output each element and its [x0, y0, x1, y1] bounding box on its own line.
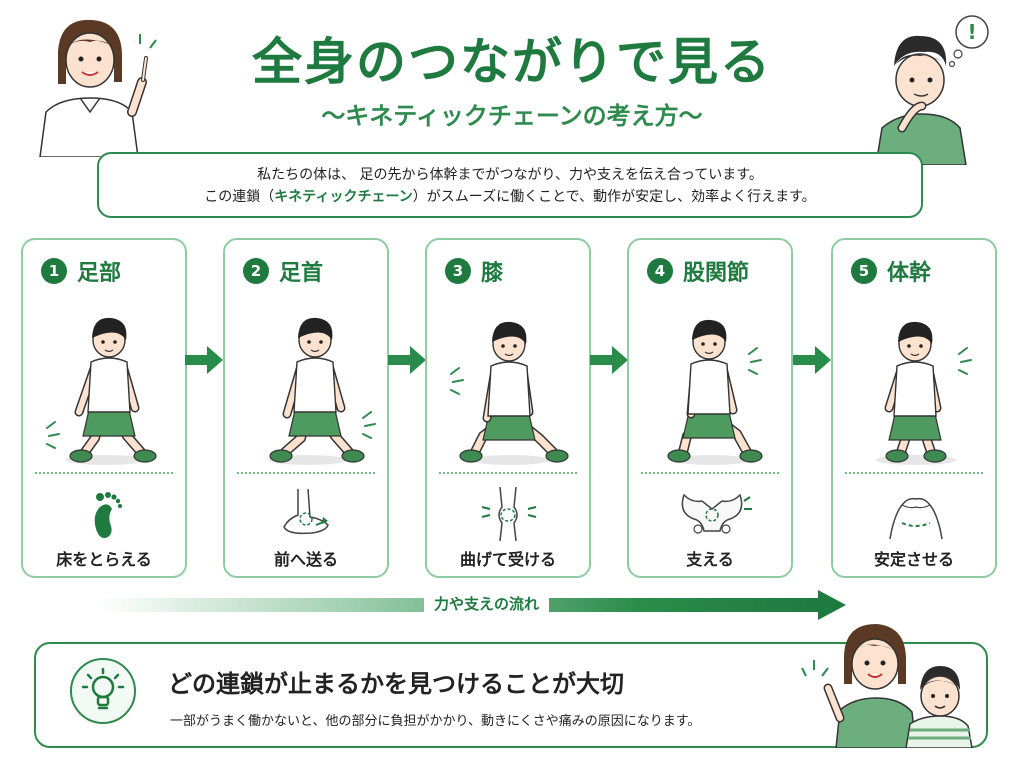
step-title: 足首 [279, 261, 324, 286]
pelvis-icon [681, 493, 752, 534]
intro-line-1: 私たちの体は、 足の先から体幹までがつながり、力や支えを伝え合っています。 [257, 167, 763, 183]
arrow-right-icon [793, 346, 831, 374]
step-card-hip: 4 股関節 支える [627, 238, 793, 578]
intro-line-2-start: この連鎖（ [204, 189, 275, 205]
flow-arrow-head-icon [818, 590, 846, 620]
knee-icon [481, 486, 537, 542]
boy-lunge-figure [450, 321, 569, 465]
intro-box: 私たちの体は、 足の先から体幹までがつながり、力や支えを伝え合っています。 この… [97, 152, 923, 218]
step-number: 4 [647, 258, 673, 284]
lightbulb-icon [81, 667, 125, 710]
step-caption: 支える [686, 550, 734, 569]
arrow-right-icon [590, 346, 628, 374]
key-point-text: 一部がうまく働かないと、他の部分に負担がかかり、動きにくさや痛みの原因になります… [170, 714, 701, 729]
arrow-right-icon [388, 346, 426, 374]
svg-text:!: ! [967, 20, 976, 44]
step-caption: 前へ送る [273, 550, 338, 569]
intro-highlight: キネティックチェーン [274, 189, 413, 205]
lightbulb-icon-circle [70, 658, 136, 724]
step-title: 体幹 [887, 261, 932, 286]
page-title: 全身のつながりで見る [252, 33, 772, 91]
step-title: 股関節 [683, 261, 750, 286]
page-subtitle: 〜キネティックチェーンの考え方〜 [321, 102, 703, 130]
intro-line-2-end: ）がスムーズに働くことで、動作が安定し、効率よく行えます。 [412, 189, 816, 205]
divider [35, 472, 173, 474]
footprint-icon [94, 492, 122, 538]
step-number: 2 [243, 258, 269, 284]
boy-standing-figure [876, 321, 972, 465]
boy-walking-figure [268, 317, 376, 465]
step-title: 足部 [77, 261, 122, 286]
divider [641, 472, 779, 474]
step-number: 3 [445, 258, 471, 284]
intro-line-2: この連鎖（キネティックチェーン）がスムーズに働くことで、動作が安定し、効率よく行… [99, 186, 921, 208]
torso-icon [889, 497, 943, 540]
step-card-foot: 1 足部 床をとらえる [21, 238, 187, 578]
divider [237, 472, 375, 474]
step-caption: 曲げて受ける [459, 550, 556, 569]
arrow-right-icon [185, 346, 223, 374]
ankle-icon [283, 488, 329, 535]
teacher-illustration [39, 19, 157, 157]
divider [439, 472, 577, 474]
step-card-ankle: 2 足首 前へ送る [223, 238, 389, 578]
step-title: 膝 [481, 261, 504, 286]
boy-walking-figure [46, 317, 157, 465]
mother-and-child-illustration [801, 624, 973, 748]
step-number: 1 [41, 258, 67, 284]
step-caption: 安定させる [873, 550, 954, 569]
step-number: 5 [851, 258, 877, 284]
boy-stance-figure [667, 319, 763, 465]
flow-label: 力や支えの流れ [424, 593, 550, 614]
divider [845, 472, 983, 474]
key-point-title: どの連鎖が止まるかを見つけることが大切 [168, 670, 624, 698]
step-card-trunk: 5 体幹 安定させる [831, 238, 997, 578]
step-caption: 床をとらえる [56, 550, 152, 569]
